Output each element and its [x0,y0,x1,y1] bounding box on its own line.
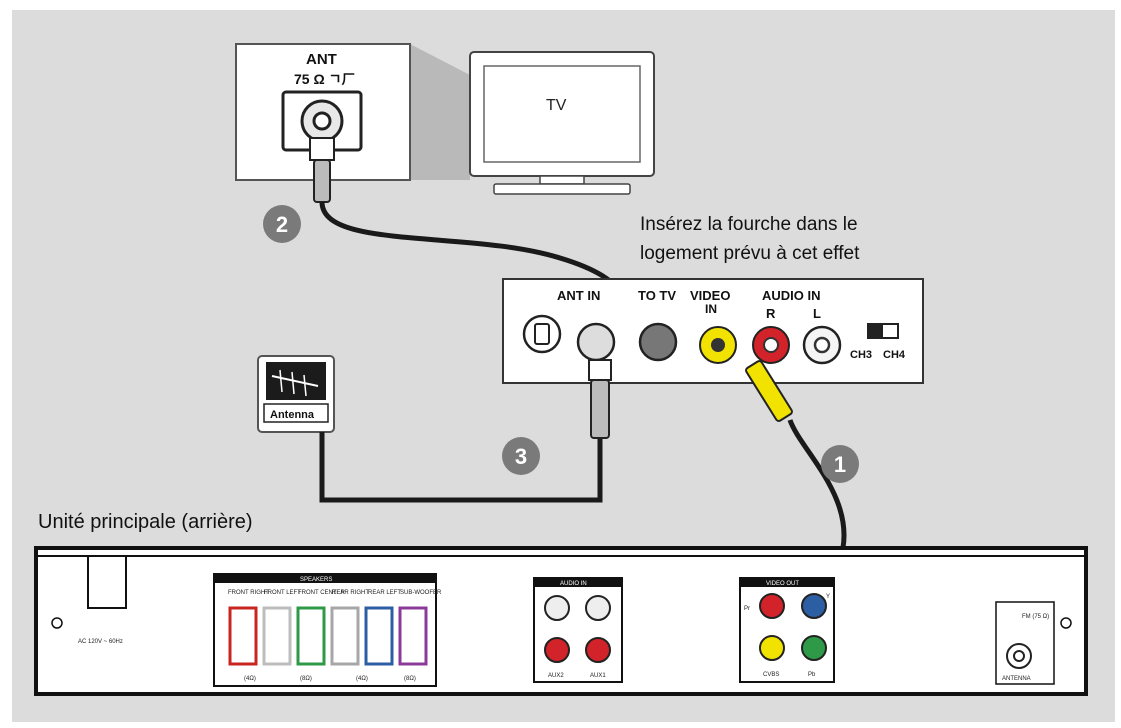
tv-icon: TV [469,51,655,195]
main-unit-title: Unité principale (arrière) [38,511,253,533]
speaker-label-3: FRONT CENTER [298,590,346,596]
speaker-terminal-front-center [296,606,326,666]
audio-r-label: R [766,306,776,321]
video-label: VIDEO [690,288,730,303]
speaker-label-5: REAR LEFT [368,590,401,596]
antenna-label: Antenna [270,409,315,421]
pb-label: Pb [808,672,816,678]
note-line2: logement prévu à cet effet [640,243,860,264]
speaker-label-1: FRONT RIGHT [228,590,269,596]
speaker-group-4: (8Ω) [404,676,416,682]
aux1-label: AUX1 [590,673,606,679]
speaker-terminal-rear-left [364,606,394,666]
to-tv-jack [638,322,678,362]
wall-antenna-panel: ANT 75 Ω ㄱㄏ [235,43,470,181]
fm-label: FM (75 Ω) [1022,614,1049,620]
to-tv-label: TO TV [638,288,676,303]
speaker-label-2: FRONT LEFT [264,590,301,596]
video-out-header: VIDEO OUT [766,581,799,587]
tv-label: TV [546,97,567,114]
step-three-number: 3 [515,444,527,469]
ch4-label: CH4 [883,349,906,361]
y-label: Y [826,594,830,600]
speaker-terminal-front-right [228,606,258,666]
ant-in-jack [576,322,616,362]
speaker-label-6: SUB-WOOFER [400,590,442,596]
video-in-label: IN [705,302,717,316]
speaker-group-1: (4Ω) [244,676,256,682]
ant-in-label: ANT IN [557,288,600,303]
step-one-number: 1 [834,452,846,477]
aux-l-jack-2 [544,595,570,621]
speaker-label-4: REAR RIGHT [332,590,369,596]
speaker-terminal-rear-right [330,606,360,666]
step-badge-three: 3 [502,437,540,475]
aux-r-jack-2 [544,637,570,663]
audio-in-label: AUDIO IN [762,288,821,303]
aux-r-jack-1 [585,637,611,663]
audio-l-label: L [813,306,821,321]
cable-three [319,359,612,503]
ant-label: ANT [306,51,337,68]
antenna-box: Antenna [257,355,335,433]
step-two-number: 2 [276,212,288,237]
speakers-header: SPEAKERS [300,577,332,583]
speaker-terminal-front-left [262,606,292,666]
note-line1: Insérez la fourche dans le [640,214,858,235]
step-badge-one: 1 [821,445,859,483]
pr-jack [759,593,785,619]
pr-label: Pr [744,606,750,612]
impedance-label: 75 Ω ㄱㄏ [294,71,355,87]
ch3-label: CH3 [850,349,872,361]
speaker-group-2: (8Ω) [300,676,312,682]
cvbs-jack [759,635,785,661]
pb-jack [801,635,827,661]
aux2-label: AUX2 [548,673,564,679]
rf-modulator: Insérez la fourche dans le logement prév… [502,214,924,384]
audio-in-header: AUDIO IN [560,581,587,587]
fm-antenna-label: ANTENNA [1002,676,1031,682]
cvbs-label: CVBS [763,672,779,678]
y-jack [801,593,827,619]
main-unit-rear-panel: AC 120V ~ 60Hz SPEAKERS FRONT RIGHT FRON… [34,546,1088,696]
step-badge-two: 2 [263,205,301,243]
speaker-terminal-subwoofer [398,606,428,666]
speaker-group-3: (4Ω) [356,676,368,682]
aux-l-jack-1 [585,595,611,621]
ac-label: AC 120V ~ 60Hz [78,639,123,645]
